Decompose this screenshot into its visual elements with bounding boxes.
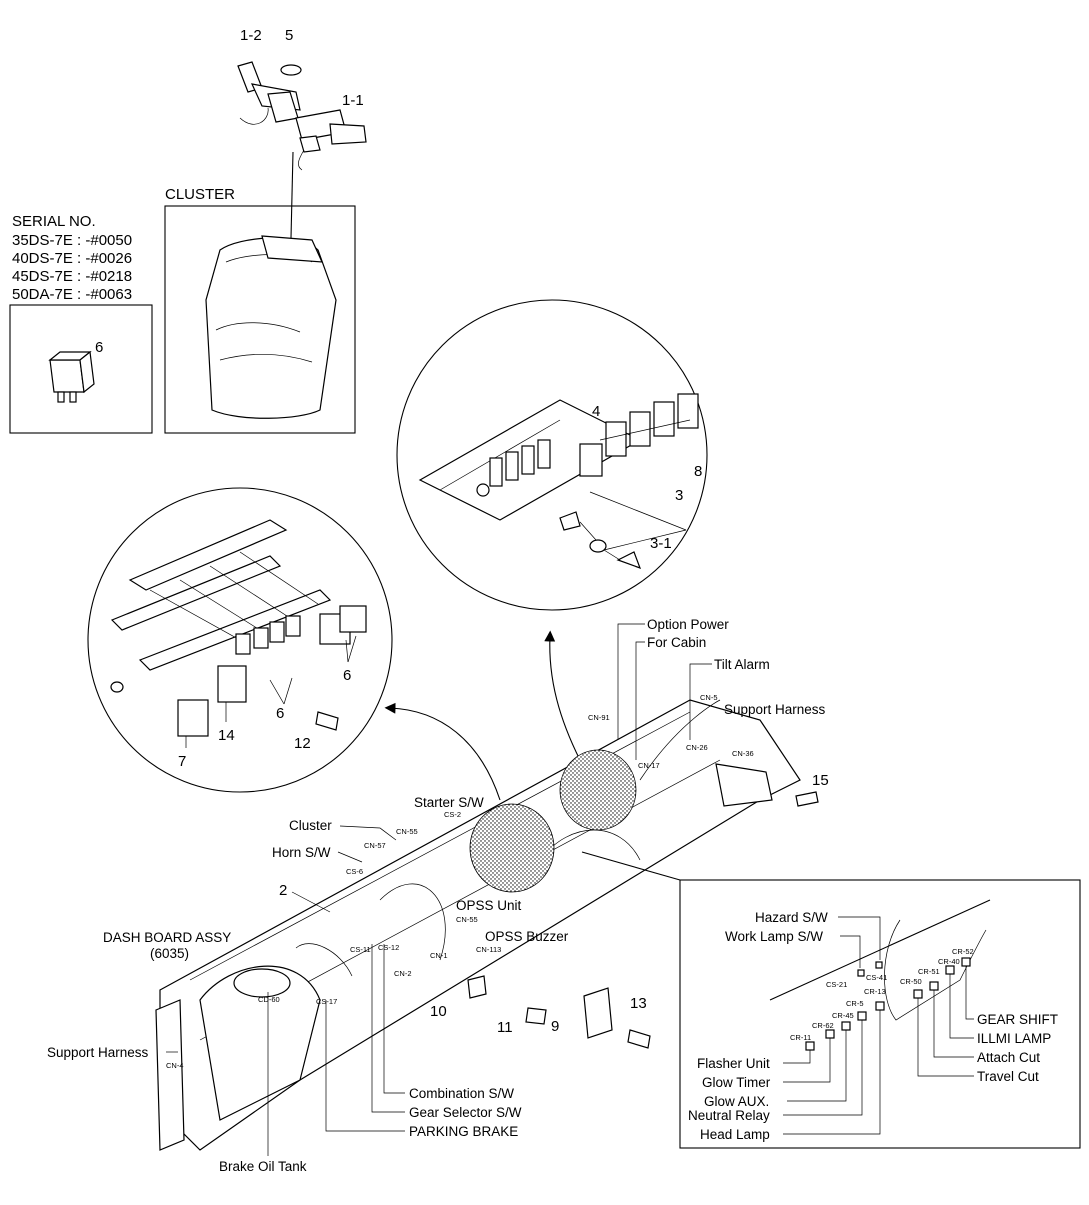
code-cs2: CS-2 xyxy=(444,810,461,819)
code-cs11: CS-11 xyxy=(350,945,371,954)
inset-code-cr50: CR-50 xyxy=(900,977,922,986)
inset-flasher-unit: Flasher Unit xyxy=(697,1056,770,1071)
inset-code-cr45: CR-45 xyxy=(832,1011,854,1020)
inset-head-lamp: Head Lamp xyxy=(700,1127,770,1142)
code-cn55b: CN-55 xyxy=(456,915,478,924)
callout-8: 8 xyxy=(694,463,702,480)
code-cn5: CN-5 xyxy=(700,693,718,702)
label-horn-sw: Horn S/W xyxy=(272,845,331,860)
callout-2: 2 xyxy=(279,882,287,899)
callout-6-serial: 6 xyxy=(95,339,103,356)
callout-9: 9 xyxy=(551,1018,559,1035)
code-cd60: CD-60 xyxy=(258,995,280,1004)
callout-3-1: 3-1 xyxy=(650,535,672,552)
cluster-box xyxy=(164,205,356,434)
inset-illmi-lamp: ILLMI LAMP xyxy=(977,1031,1051,1046)
label-cluster: Cluster xyxy=(289,818,332,833)
label-support-harness-left: Support Harness xyxy=(47,1045,149,1060)
inset-hazard-sw: Hazard S/W xyxy=(755,910,828,925)
inset-code-cr62: CR-62 xyxy=(812,1021,834,1030)
code-cn36: CN-36 xyxy=(732,749,754,758)
inset-code-cr5: CR-5 xyxy=(846,999,864,1008)
cluster-cover-drawing xyxy=(205,235,337,419)
starter-sw-hotspot xyxy=(469,803,555,893)
inset-attach-cut: Attach Cut xyxy=(977,1050,1040,1065)
label-dash-board-code: (6035) xyxy=(150,946,189,961)
switch-panel-hotspot xyxy=(559,749,637,831)
inset-travel-cut: Travel Cut xyxy=(977,1069,1039,1084)
dash-board-drawing xyxy=(155,699,819,1151)
label-opss-buzzer: OPSS Buzzer xyxy=(485,929,569,944)
label-brake-oil-tank: Brake Oil Tank xyxy=(219,1159,307,1174)
inset-code-cr52: CR-52 xyxy=(952,947,974,956)
relay-board-drawing xyxy=(110,519,367,748)
serial-line-1: 35DS-7E : -#0050 xyxy=(12,232,132,249)
callout-4: 4 xyxy=(592,403,600,420)
inset-code-cr51: CR-51 xyxy=(918,967,940,976)
inset-code-cr13: CR-13 xyxy=(864,987,886,996)
relay-drawing xyxy=(48,350,95,403)
code-cn1: CN-1 xyxy=(430,951,448,960)
serial-line-3: 45DS-7E : -#0218 xyxy=(12,268,132,285)
code-cn57: CN-57 xyxy=(364,841,386,850)
label-option-power: Option Power xyxy=(647,617,729,632)
callout-5: 5 xyxy=(285,27,293,44)
code-cs12: CS-12 xyxy=(378,943,399,952)
callout-1-1: 1-1 xyxy=(342,92,364,109)
label-parking-brake: PARKING BRAKE xyxy=(409,1124,518,1139)
serial-line-4: 50DA-7E : -#0063 xyxy=(12,286,132,303)
callout-11: 11 xyxy=(497,1019,513,1036)
callout-10: 10 xyxy=(430,1003,447,1020)
inset-neutral-relay: Neutral Relay xyxy=(688,1108,770,1123)
relay-inset-box xyxy=(679,879,1081,1149)
serial-relay-box xyxy=(9,304,153,434)
label-for-cabin: For Cabin xyxy=(647,635,706,650)
inset-work-lamp-sw: Work Lamp S/W xyxy=(725,929,823,944)
code-cs6: CS-6 xyxy=(346,867,363,876)
code-cn26: CN-26 xyxy=(686,743,708,752)
code-cn55: CN-55 xyxy=(396,827,418,836)
inset-glow-timer: Glow Timer xyxy=(702,1075,771,1090)
callout-3: 3 xyxy=(675,487,683,504)
code-cn2: CN-2 xyxy=(394,969,412,978)
switch-panel-drawing xyxy=(418,393,699,570)
inset-code-cr11: CR-11 xyxy=(790,1033,811,1042)
inset-code-cs21: CS-21 xyxy=(826,980,847,989)
switch-panel-detail-circle xyxy=(396,299,708,611)
code-cn113: CN-113 xyxy=(476,945,501,954)
label-opss-unit: OPSS Unit xyxy=(456,898,522,913)
label-tilt-alarm: Tilt Alarm xyxy=(714,657,770,672)
callout-14: 14 xyxy=(218,727,235,744)
callout-1-2: 1-2 xyxy=(240,27,262,44)
label-dash-board-assy: DASH BOARD ASSY xyxy=(103,930,231,945)
inset-glow-aux: Glow AUX. xyxy=(704,1094,769,1109)
label-gear-selector-sw: Gear Selector S/W xyxy=(409,1105,522,1120)
code-cn17: CN-17 xyxy=(638,761,660,770)
inset-code-cs41: CS-41 xyxy=(866,973,887,982)
callout-15: 15 xyxy=(812,772,829,789)
callout-6-a: 6 xyxy=(343,667,351,684)
cluster-title: CLUSTER xyxy=(165,186,235,203)
callout-6-b: 6 xyxy=(276,705,284,722)
serial-line-2: 40DS-7E : -#0026 xyxy=(12,250,132,267)
inset-gear-shift: GEAR SHIFT xyxy=(977,1012,1058,1027)
code-cn91: CN-91 xyxy=(588,713,610,722)
label-combination-sw: Combination S/W xyxy=(409,1086,514,1101)
code-cs17: CS-17 xyxy=(316,997,337,1006)
callout-12: 12 xyxy=(294,735,311,752)
relay-board-detail-circle xyxy=(87,487,393,793)
combination-switch-drawing xyxy=(237,61,367,239)
serial-title: SERIAL NO. xyxy=(12,213,96,230)
inset-code-cr40: CR-40 xyxy=(938,957,960,966)
code-cn4: CN-4 xyxy=(166,1061,184,1070)
callout-13: 13 xyxy=(630,995,647,1012)
label-starter-sw: Starter S/W xyxy=(414,795,484,810)
callout-7: 7 xyxy=(178,753,186,770)
label-support-harness-top: Support Harness xyxy=(724,702,826,717)
